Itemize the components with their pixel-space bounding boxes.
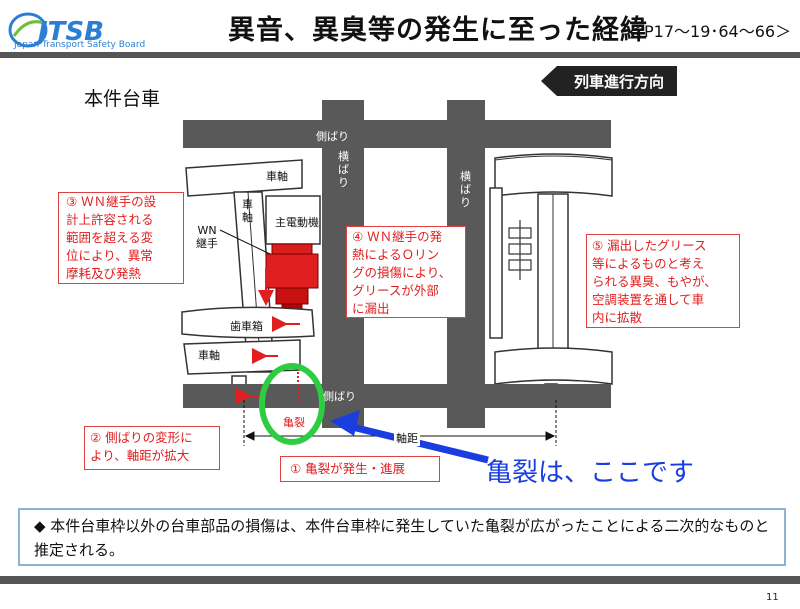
label-side-frame-top: 側ばり — [316, 130, 349, 143]
callout-2-text: ② 側ばりの変形に より、軸距が拡大 — [90, 430, 193, 463]
header-rule — [0, 52, 800, 58]
callout-3-box — [58, 192, 184, 284]
callout-5-text: ⑤ 漏出したグリース 等によるものと考え られる異臭、もやが、 空調装置を通して… — [592, 238, 717, 325]
label-motor: 主電動機 — [275, 216, 319, 229]
side-frame-top — [183, 120, 611, 148]
jtsb-logo: JTSB — [8, 12, 104, 48]
callout-5-box — [586, 234, 740, 328]
page-reference: ＜P17～19･64～66＞ — [628, 22, 792, 41]
direction-label: 列車進行方向 — [574, 73, 665, 91]
callout-3-text: ③ ＷＮ継手の設 計上許容される 範囲を超える変 位により、異常 摩耗及び発熱 — [66, 194, 157, 281]
label-axle-bottom: 車軸 — [198, 349, 220, 362]
label-side-frame-bottom: 側ばり — [323, 390, 356, 403]
direction-arrow-badge — [541, 66, 677, 96]
callout-2-box — [84, 426, 220, 470]
summary-note-box — [18, 508, 786, 566]
bogie-subtitle: 本件台車 — [84, 88, 161, 110]
logo-text: JTSB — [33, 17, 104, 47]
label-axle-top: 車軸 — [266, 170, 288, 183]
wn-coupling — [265, 243, 319, 311]
callout-1-text: ① 亀裂が発生・進展 — [290, 461, 406, 476]
summary-note-text: ◆ 本件台車枠以外の台車部品の損傷は、本件台車枠に発生していた亀裂が広がったこと… — [34, 517, 770, 559]
label-crack: 亀裂 — [283, 416, 305, 429]
callout-4-text: ④ ＷＮ継手の発 熱によるＯリン グの損傷により、 グリースが外部 に漏出 — [352, 229, 452, 316]
crack-highlight-circle — [259, 363, 325, 445]
footer-rule — [0, 576, 800, 584]
crack-annotation: 亀裂は、ここです — [486, 458, 695, 488]
page-title: 異音、異臭等の発生に至った経緯 — [228, 15, 648, 46]
label-axle-vertical: 車軸 — [242, 198, 253, 224]
callout-1-box — [280, 456, 440, 482]
traction-motor — [265, 195, 321, 245]
label-wheelbase: 軸距 — [394, 430, 420, 446]
label-gearbox: 歯車箱 — [230, 320, 263, 333]
label-wn-joint: WN 継手 — [196, 224, 218, 250]
logo-subtitle: Japan Transport Safety Board — [14, 40, 146, 50]
label-cross-beam-left: 横ばり — [338, 150, 349, 189]
callout-4-box — [346, 226, 466, 318]
page-number: 11 — [766, 592, 779, 603]
label-cross-beam-right: 横ばり — [460, 170, 471, 209]
